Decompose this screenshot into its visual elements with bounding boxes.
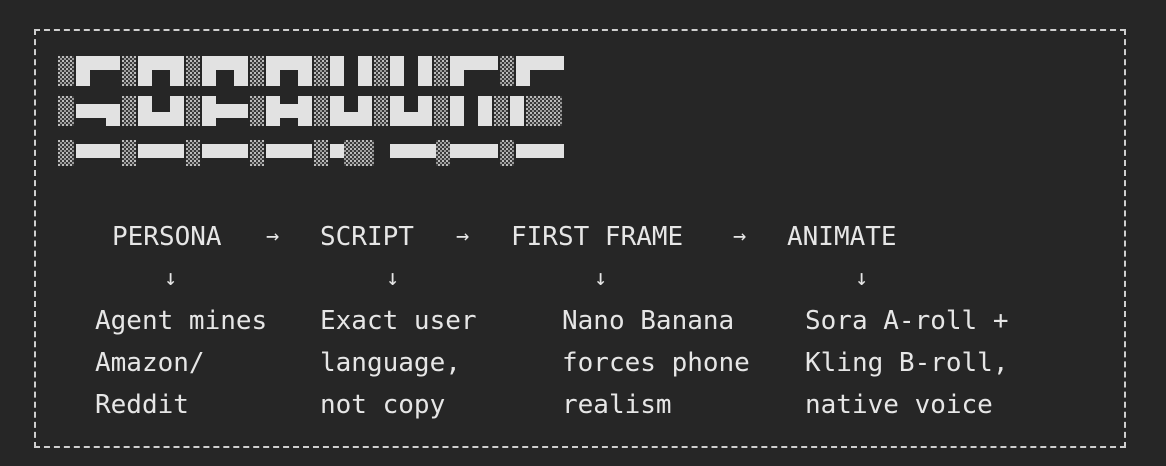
animate-desc-line: Sora A-roll +: [805, 306, 1009, 336]
script-desc-line: language,: [320, 348, 461, 378]
diagram-border: [34, 29, 1126, 448]
stage-animate-label: ANIMATE: [787, 222, 897, 252]
persona-desc-line: Reddit: [95, 390, 189, 420]
animate-desc-line: Kling B-roll,: [805, 348, 1009, 378]
down-arrow-icon: ↓: [855, 266, 869, 291]
ascii-block-logo: [58, 56, 564, 168]
first-frame-desc-line: Nano Banana: [562, 306, 735, 336]
right-arrow-icon: →: [456, 224, 470, 249]
first-frame-desc-line: realism: [562, 390, 672, 420]
persona-desc-line: Amazon/: [95, 348, 205, 378]
script-desc-line: Exact user: [320, 306, 477, 336]
right-arrow-icon: →: [733, 224, 747, 249]
down-arrow-icon: ↓: [594, 266, 608, 291]
block-wordmark-icon: [58, 56, 564, 166]
script-desc-line: not copy: [320, 390, 446, 420]
stage-script-label: SCRIPT: [320, 222, 414, 252]
stage-first-frame-label: FIRST FRAME: [511, 222, 684, 252]
down-arrow-icon: ↓: [164, 266, 178, 291]
right-arrow-icon: →: [266, 224, 280, 249]
down-arrow-icon: ↓: [386, 266, 400, 291]
stage-persona-label: PERSONA: [112, 222, 222, 252]
animate-desc-line: native voice: [805, 390, 993, 420]
persona-desc-line: Agent mines: [95, 306, 268, 336]
first-frame-desc-line: forces phone: [562, 348, 750, 378]
